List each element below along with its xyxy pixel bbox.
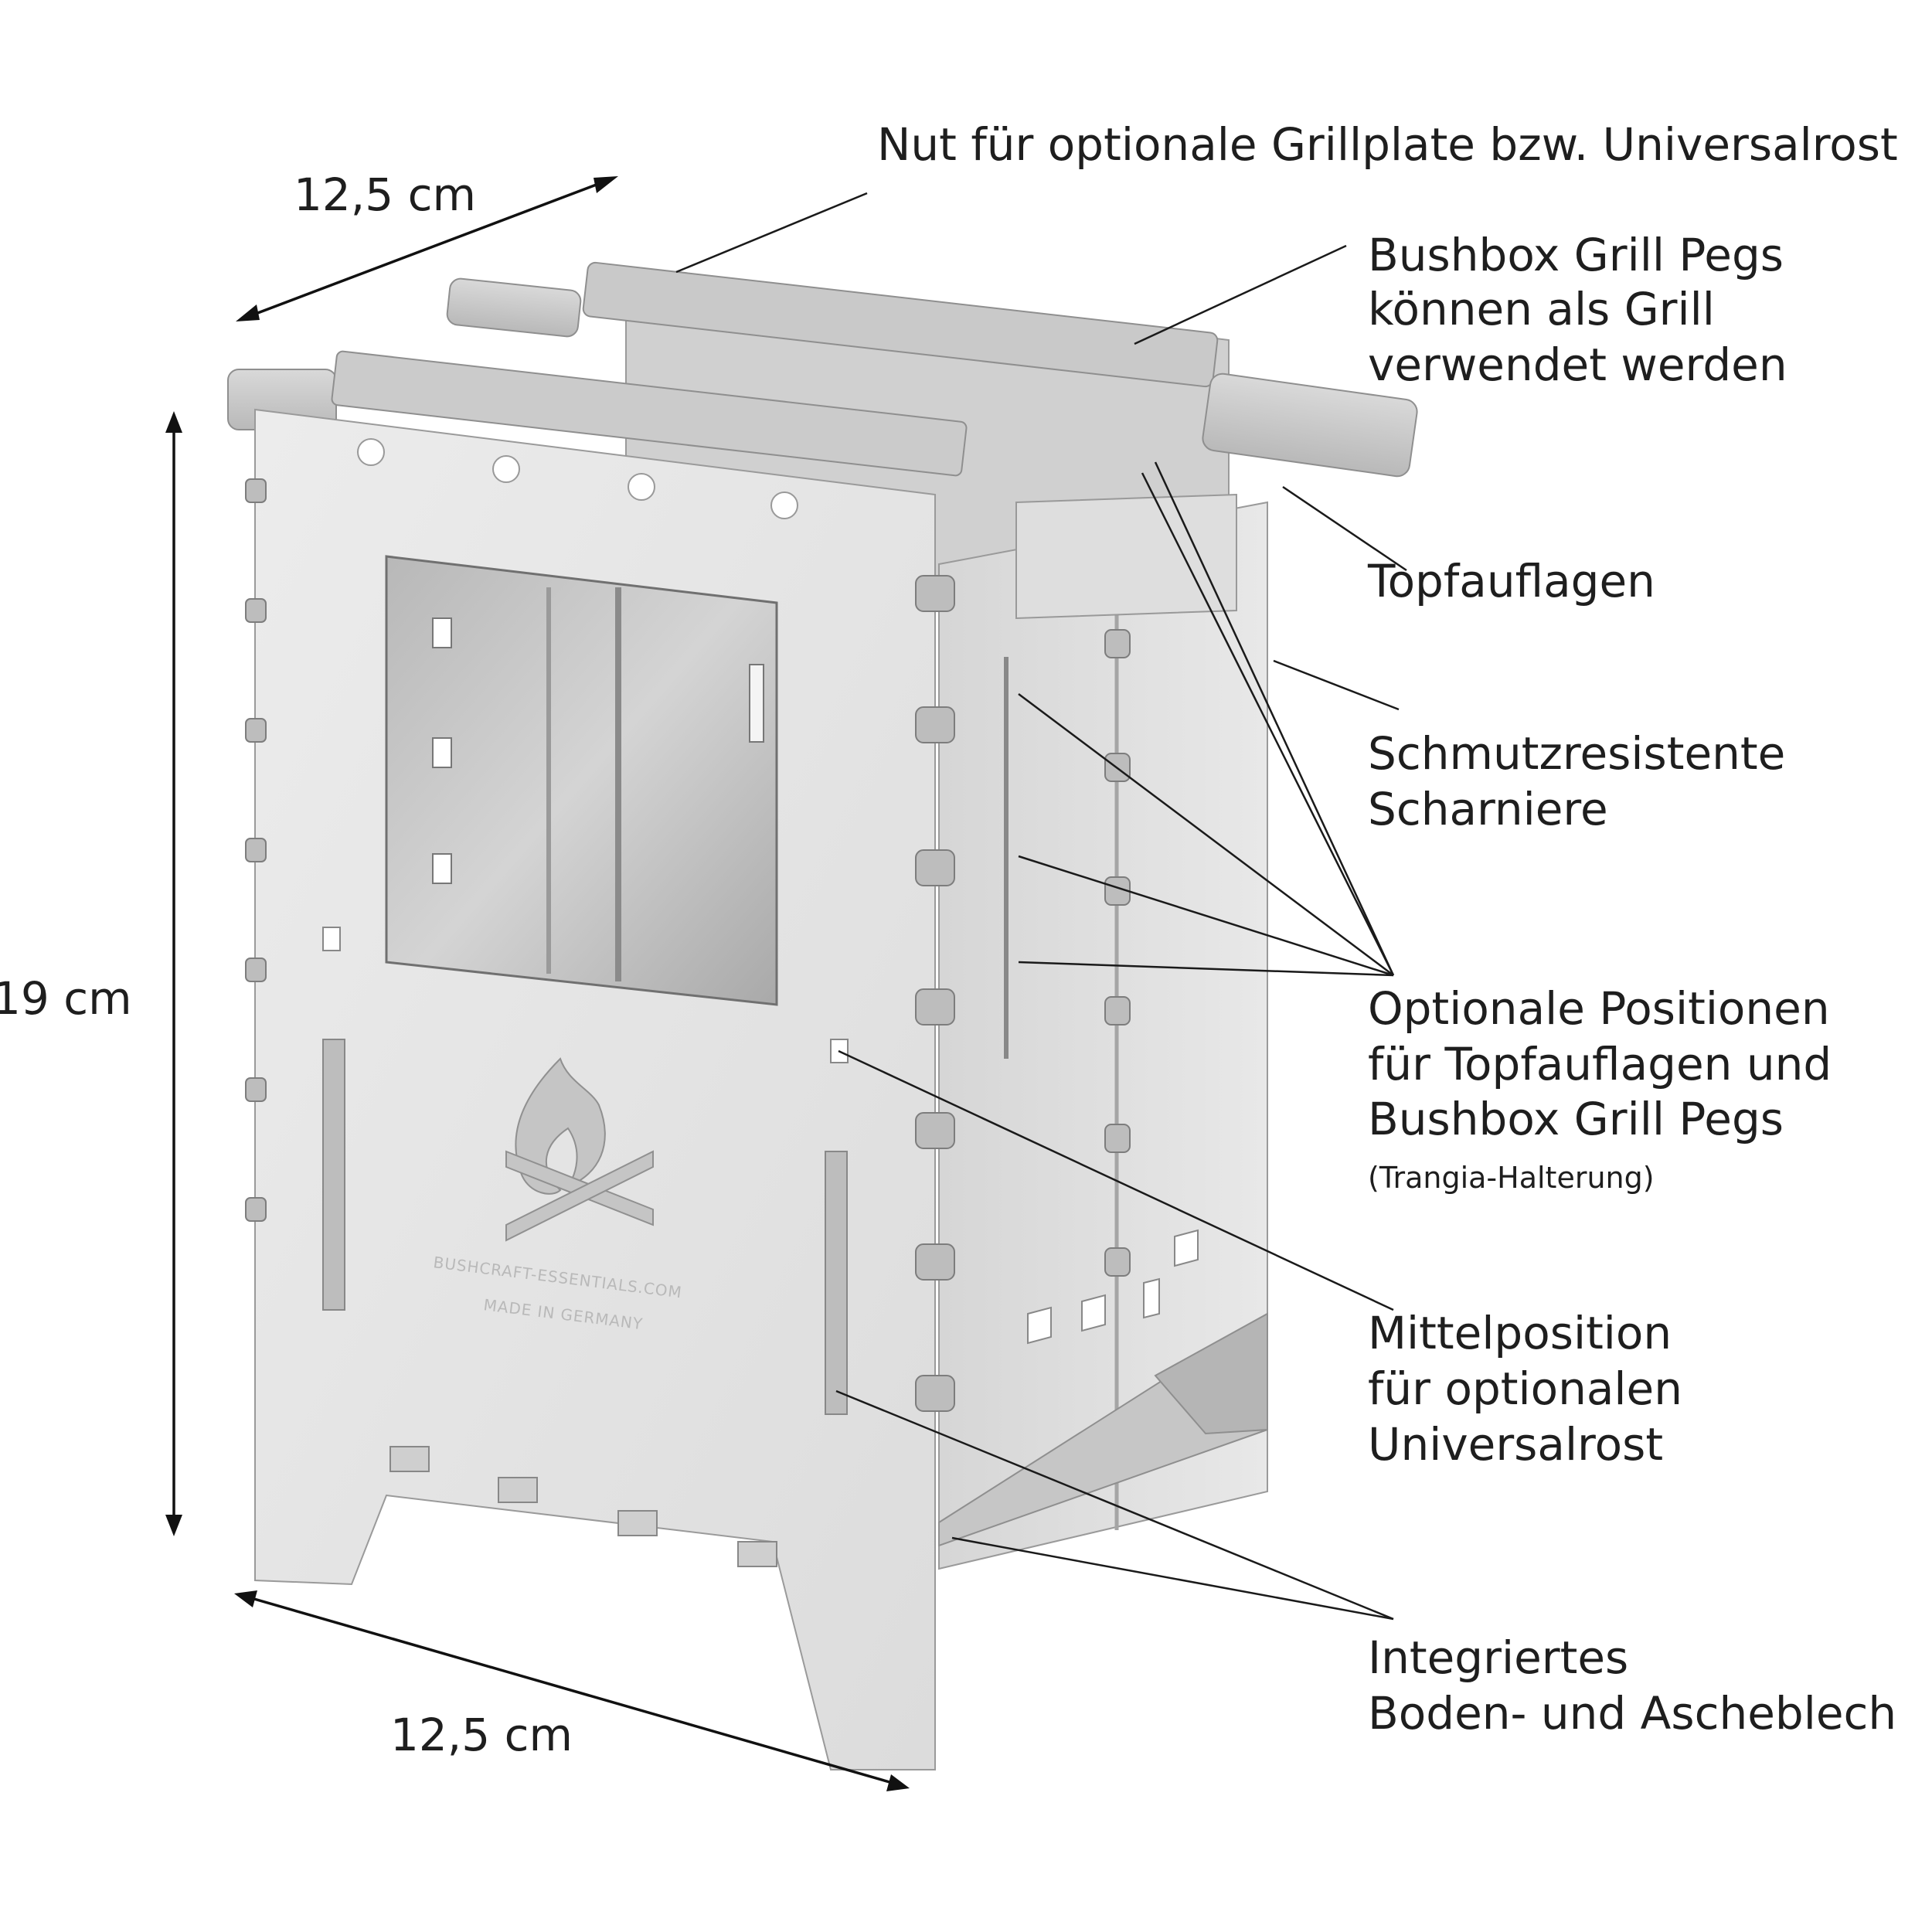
front-panel: BUSHCRAFT-ESSENTIALS.COM MADE IN GERMANY: [254, 408, 936, 1770]
label-hinges-2: Scharniere: [1368, 783, 1608, 835]
dimension-top-width: 12,5 cm: [294, 168, 476, 221]
label-grill-pegs-2: können als Grill: [1368, 283, 1715, 335]
dimension-bottom-width: 12,5 cm: [390, 1709, 573, 1761]
side-panel: [938, 501, 1268, 1570]
label-base-plate-1: Integriertes: [1368, 1631, 1628, 1684]
label-grill-pegs-1: Bushbox Grill Pegs: [1368, 229, 1784, 281]
label-middle-position-3: Universalrost: [1368, 1418, 1663, 1471]
base-plate: [938, 1312, 1268, 1547]
label-base-plate-2: Boden- und Ascheblech: [1368, 1687, 1896, 1740]
pot-support-right: [1202, 372, 1418, 478]
label-pot-supports: Topfauflagen: [1367, 555, 1655, 607]
label-groove: Nut für optionale Grillplate bzw. Univer…: [877, 118, 1898, 171]
label-optional-positions-2: für Topfauflagen und: [1368, 1038, 1832, 1090]
callout-labels: Nut für optionale Grillplate bzw. Univer…: [877, 118, 1898, 1740]
label-middle-position-1: Mittelposition: [1368, 1307, 1672, 1359]
front-window: [385, 555, 778, 1006]
dimension-arrows: [165, 176, 910, 1791]
label-optional-positions-1: Optionale Positionen: [1368, 982, 1830, 1035]
flame-logo-icon: [505, 1057, 654, 1242]
pot-support-front: [1015, 493, 1237, 620]
label-grill-pegs-3: verwendet werden: [1368, 338, 1787, 391]
label-optional-positions-note: (Trangia-Halterung): [1368, 1161, 1655, 1195]
label-hinges-1: Schmutzresistente: [1368, 727, 1785, 780]
leader-lines: [675, 192, 1407, 1621]
label-optional-positions-3: Bushbox Grill Pegs: [1368, 1093, 1784, 1145]
label-middle-position-2: für optionalen: [1368, 1362, 1682, 1415]
dimension-height: 19 cm: [0, 972, 132, 1025]
hinges: [245, 478, 1131, 1412]
